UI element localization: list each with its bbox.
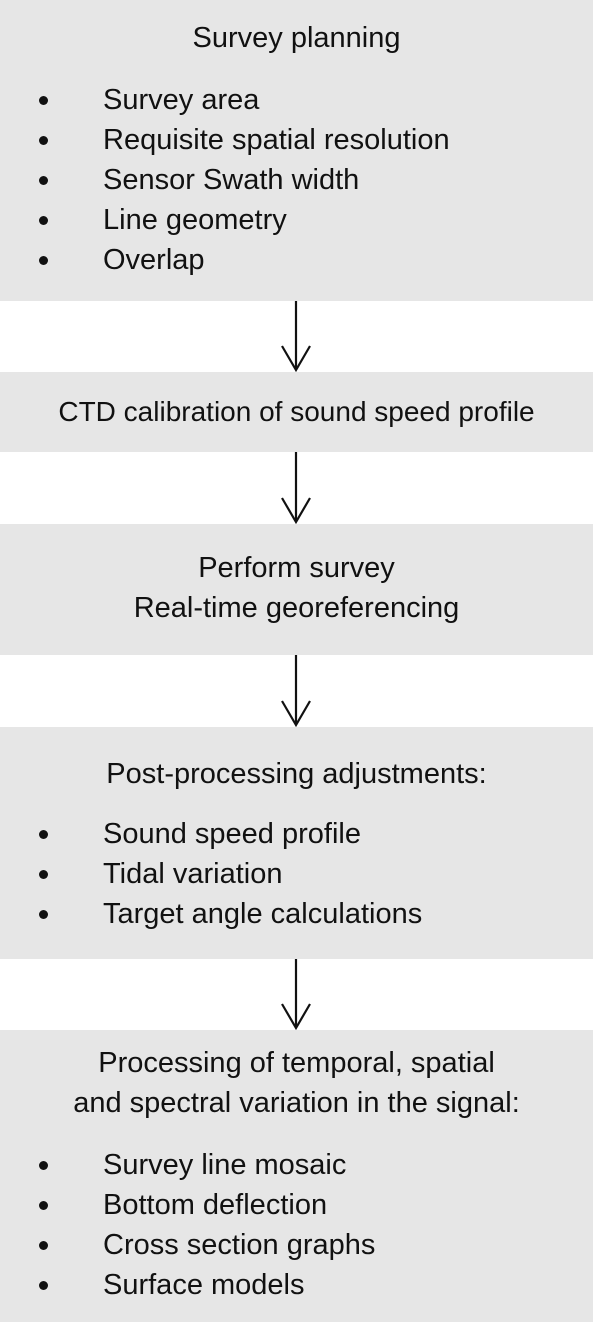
list-item: Target angle calculations: [0, 894, 593, 934]
list-item: Cross section graphs: [0, 1225, 593, 1265]
ctd-calibration-title: CTD calibration of sound speed profile: [58, 396, 535, 427]
list-item-label: Line geometry: [103, 204, 287, 236]
bullet-icon: [39, 1161, 48, 1170]
list-item: Surface models: [0, 1265, 593, 1305]
list-item: Overlap: [0, 240, 593, 280]
georeferencing-title: Real-time georeferencing: [133, 592, 460, 624]
processing-list: Survey line mosaic Bottom deflection Cro…: [0, 1145, 593, 1305]
list-item-label: Tidal variation: [103, 858, 283, 890]
arrow-down-icon: [271, 301, 321, 372]
list-item-label: Overlap: [103, 244, 205, 276]
bullet-icon: [39, 910, 48, 919]
list-item: Bottom deflection: [0, 1185, 593, 1225]
processing-box: Processing of temporal, spatial and spec…: [0, 1030, 593, 1322]
list-item: Sound speed profile: [0, 814, 593, 854]
list-item-label: Cross section graphs: [103, 1229, 376, 1261]
bullet-icon: [39, 216, 48, 225]
bullet-icon: [39, 1241, 48, 1250]
bullet-icon: [39, 870, 48, 879]
bullet-icon: [39, 1281, 48, 1290]
list-item-label: Survey area: [103, 84, 260, 116]
survey-planning-title: Survey planning: [192, 22, 401, 54]
perform-survey-box: Perform survey Real-time georeferencing: [0, 524, 593, 655]
bullet-icon: [39, 256, 48, 265]
list-item: Survey line mosaic: [0, 1145, 593, 1185]
list-item-label: Sensor Swath width: [103, 164, 360, 196]
bullet-icon: [39, 830, 48, 839]
list-item: Survey area: [0, 80, 593, 120]
bullet-icon: [39, 136, 48, 145]
arrow-down-icon: [271, 959, 321, 1030]
list-item-label: Requisite spatial resolution: [103, 124, 450, 156]
ctd-calibration-box: CTD calibration of sound speed profile: [0, 372, 593, 452]
bullet-icon: [39, 1201, 48, 1210]
list-item: Line geometry: [0, 200, 593, 240]
list-item: Requisite spatial resolution: [0, 120, 593, 160]
list-item-label: Sound speed profile: [103, 818, 361, 850]
list-item-label: Bottom deflection: [103, 1189, 328, 1221]
processing-title-line2: and spectral variation in the signal:: [73, 1087, 520, 1119]
list-item: Sensor Swath width: [0, 160, 593, 200]
arrow-down-icon: [271, 655, 321, 727]
survey-planning-list: Survey area Requisite spatial resolution…: [0, 80, 593, 280]
list-item-label: Target angle calculations: [103, 898, 423, 930]
arrow-down-icon: [271, 452, 321, 524]
bullet-icon: [39, 176, 48, 185]
post-processing-list: Sound speed profile Tidal variation Targ…: [0, 814, 593, 934]
bullet-icon: [39, 96, 48, 105]
survey-planning-box: Survey planning Survey area Requisite sp…: [0, 0, 593, 301]
post-processing-box: Post-processing adjustments: Sound speed…: [0, 727, 593, 959]
perform-survey-title: Perform survey: [198, 552, 395, 584]
post-processing-title: Post-processing adjustments:: [106, 758, 487, 790]
list-item-label: Survey line mosaic: [103, 1149, 347, 1181]
processing-title-line1: Processing of temporal, spatial: [98, 1047, 495, 1079]
list-item-label: Surface models: [103, 1269, 305, 1301]
list-item: Tidal variation: [0, 854, 593, 894]
